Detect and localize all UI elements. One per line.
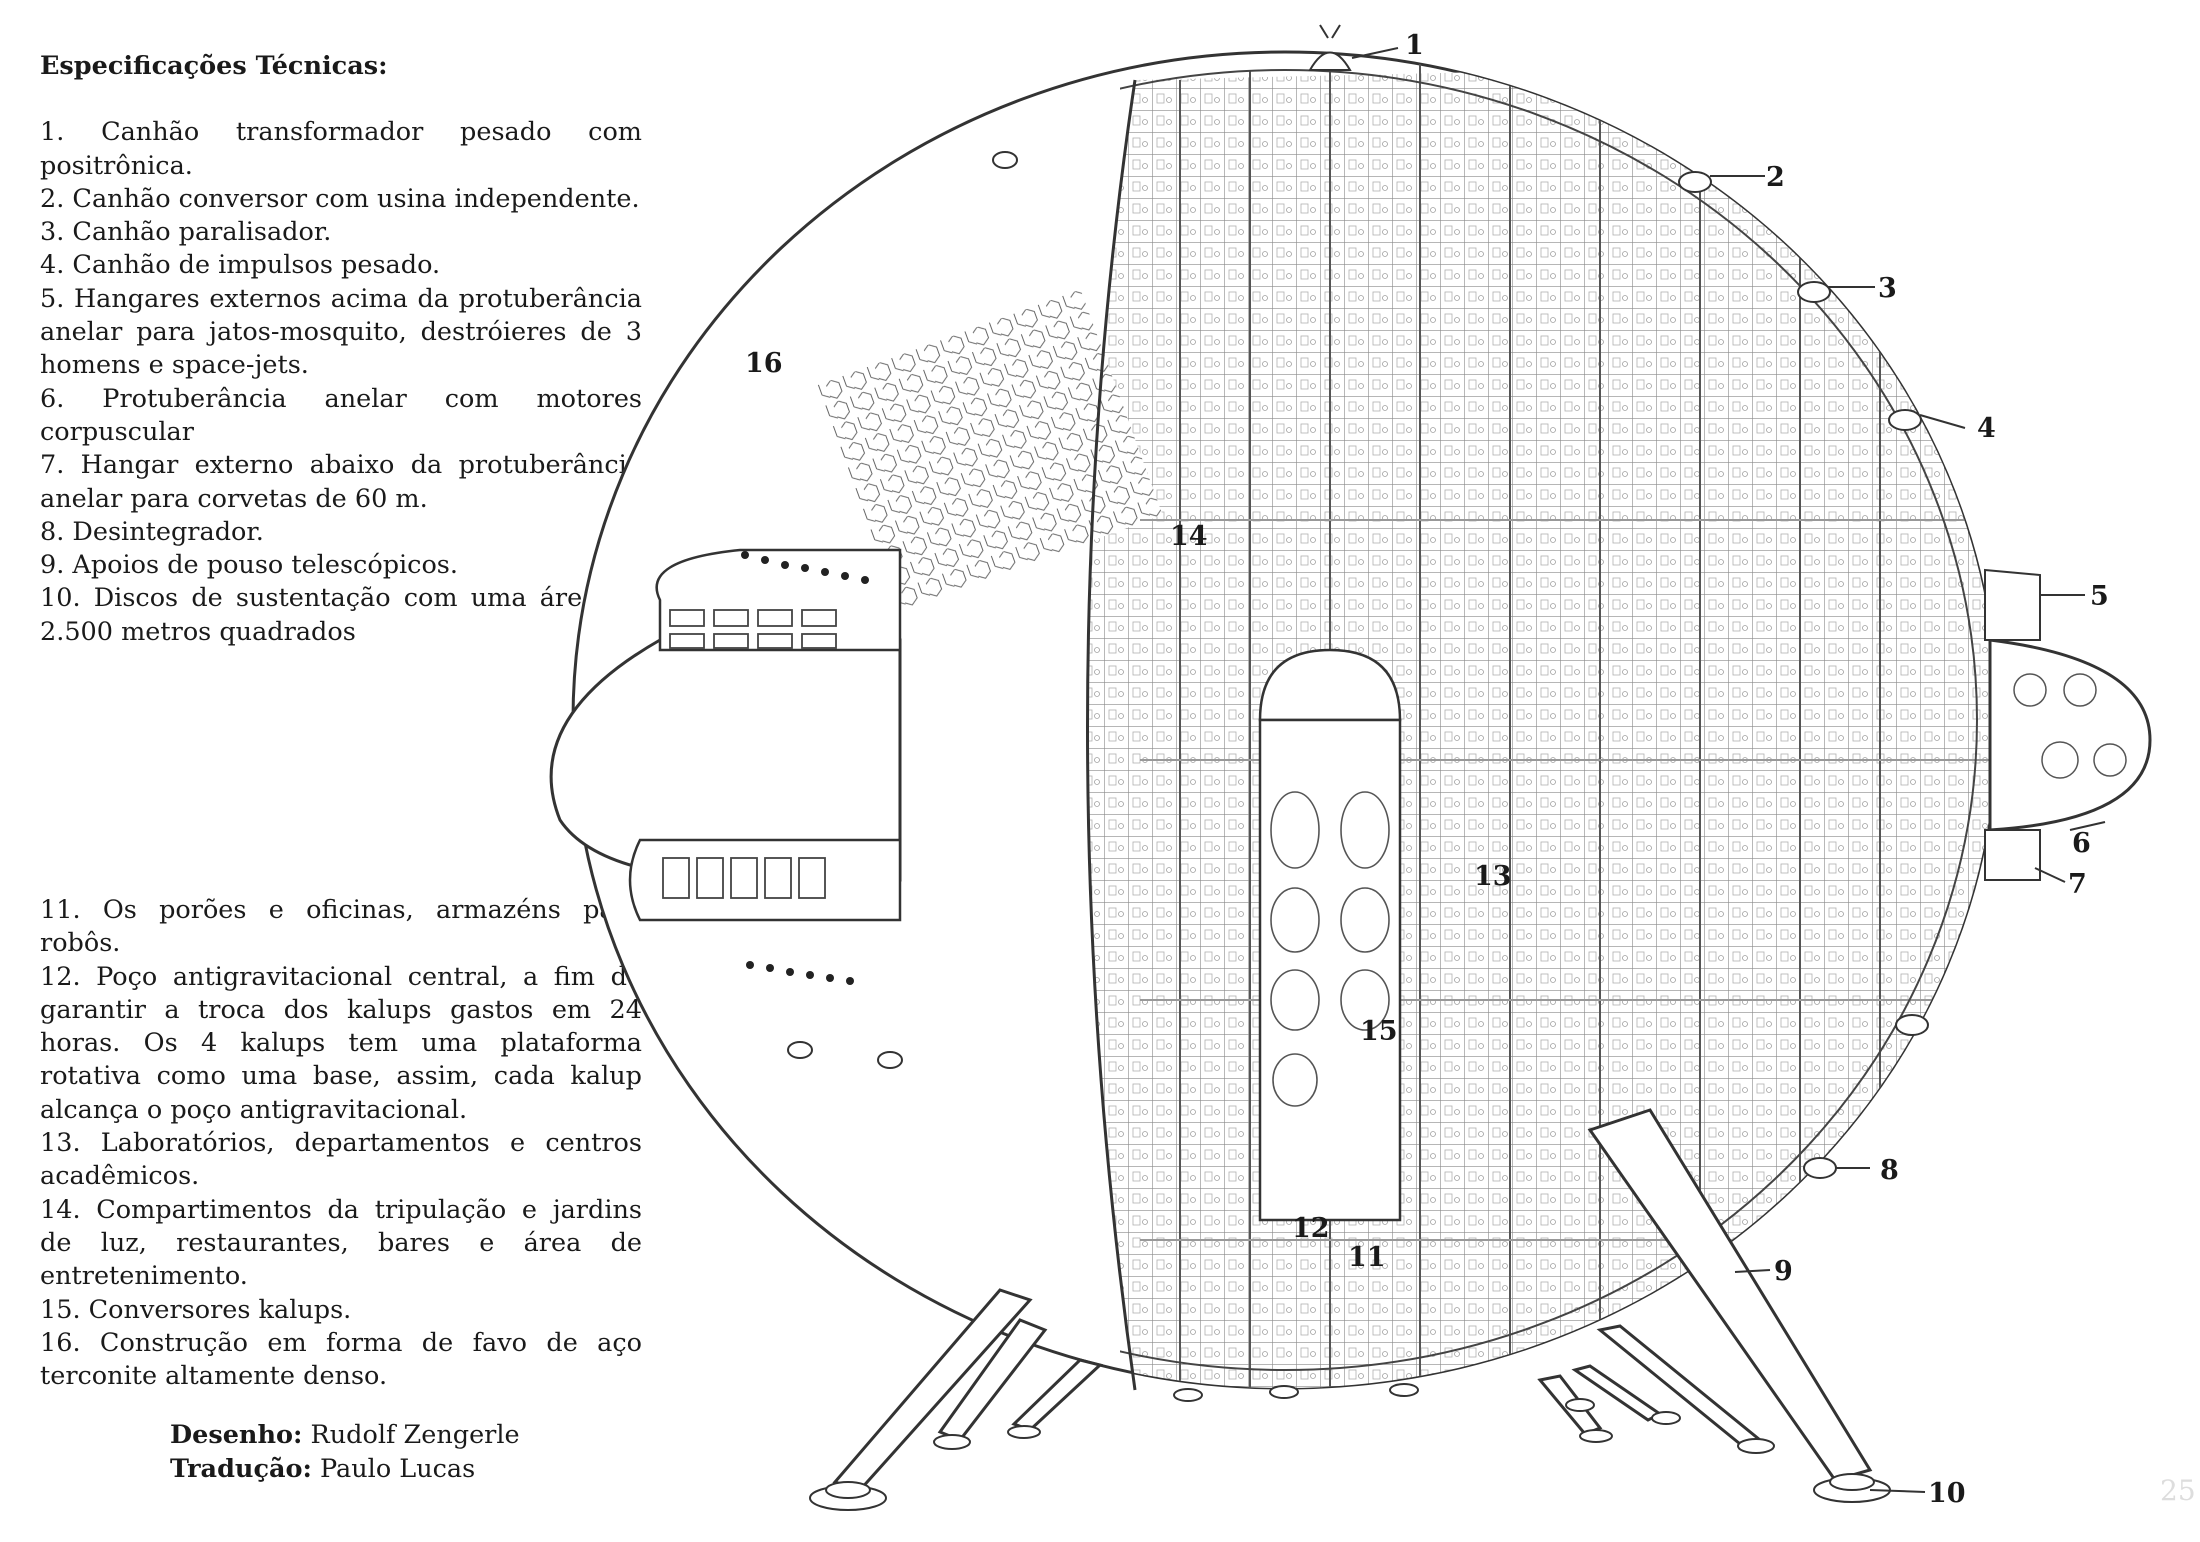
page-number: 25 bbox=[2160, 1474, 2196, 1507]
callout-9: 9 bbox=[1774, 1256, 1793, 1287]
callout-11: 11 bbox=[1348, 1242, 1386, 1273]
callout-4: 4 bbox=[1977, 413, 1996, 444]
callout-numbers: 1 2 3 4 5 6 7 8 9 10 11 12 13 14 15 16 2… bbox=[745, 30, 2196, 1509]
callout-14: 14 bbox=[1170, 521, 1208, 552]
callout-2: 2 bbox=[1766, 162, 1785, 193]
spec-item-1: 1. Canhão transformador pesado com posit… bbox=[40, 117, 642, 181]
callout-5: 5 bbox=[2090, 581, 2109, 612]
credit-translation-label: Tradução: bbox=[170, 1454, 312, 1484]
callout-1: 1 bbox=[1405, 30, 1424, 61]
specs-top: Especificações Técnicas: 1. Canhão trans… bbox=[40, 50, 642, 649]
spec-item-9: 9. Apoios de pouso telescópicos. bbox=[40, 550, 458, 581]
spec-item-3: 3. Canhão paralisador. bbox=[40, 217, 332, 248]
spec-item-2: 2. Canhão conversor com usina independen… bbox=[40, 183, 640, 214]
spec-item-6: 6. Protuberância anelar com motores corp… bbox=[40, 383, 642, 447]
credit-translation: Tradução: Paulo Lucas bbox=[170, 1452, 520, 1486]
spec-item-4: 4. Canhão de impulsos pesado. bbox=[40, 250, 441, 281]
landing-pads bbox=[809, 1383, 1891, 1511]
specs-title: Especificações Técnicas: bbox=[40, 51, 388, 81]
cutaway-interior bbox=[817, 60, 1997, 1388]
spec-item-15: 15. Conversores kalups. bbox=[40, 1294, 352, 1325]
spec-item-12: 12. Poço antigravitacional central, a fi… bbox=[40, 961, 642, 1125]
credit-translation-name: Paulo Lucas bbox=[311, 1454, 476, 1484]
credit-drawing: Desenho: Rudolf Zengerle bbox=[170, 1418, 520, 1452]
spec-item-14: 14. Compartimentos da tripulação e jardi… bbox=[40, 1194, 642, 1292]
spec-item-5: 5. Hangares externos acima da protuberân… bbox=[40, 283, 642, 381]
specs-bottom: 11. Os porões e oficinas, armazéns para … bbox=[40, 894, 642, 1393]
callout-leaders bbox=[1351, 47, 2106, 1493]
credits: Desenho: Rudolf Zengerle Tradução: Paulo… bbox=[170, 1418, 520, 1486]
spec-item-13: 13. Laboratórios, departamentos e centro… bbox=[40, 1128, 642, 1192]
ring-bulge-left bbox=[549, 548, 902, 985]
ring-bulge-right bbox=[1984, 568, 2152, 881]
callout-13: 13 bbox=[1474, 861, 1512, 892]
spec-item-16: 16. Construção em forma de favo de aço t… bbox=[40, 1327, 642, 1392]
callout-15: 15 bbox=[1360, 1016, 1398, 1047]
callout-3: 3 bbox=[1878, 273, 1897, 304]
callout-6: 6 bbox=[2072, 828, 2091, 859]
spec-item-10: 10. Discos de sustentação com uma área d… bbox=[40, 583, 642, 647]
callout-12: 12 bbox=[1292, 1213, 1330, 1244]
callout-8: 8 bbox=[1880, 1155, 1899, 1186]
callout-16: 16 bbox=[745, 348, 783, 379]
weapon-turrets bbox=[787, 24, 1929, 1179]
credit-drawing-label: Desenho: bbox=[170, 1420, 303, 1450]
callout-7: 7 bbox=[2068, 869, 2087, 900]
spec-item-11: 11. Os porões e oficinas, armazéns para … bbox=[40, 895, 642, 959]
callout-10: 10 bbox=[1928, 1478, 1966, 1509]
spec-item-8: 8. Desintegrador. bbox=[40, 516, 264, 547]
central-shaft bbox=[1258, 648, 1402, 1222]
ship-hull bbox=[549, 24, 2152, 1511]
spec-item-7: 7. Hangar externo abaixo da protuberânci… bbox=[40, 450, 642, 514]
credit-drawing-name: Rudolf Zengerle bbox=[302, 1420, 520, 1450]
